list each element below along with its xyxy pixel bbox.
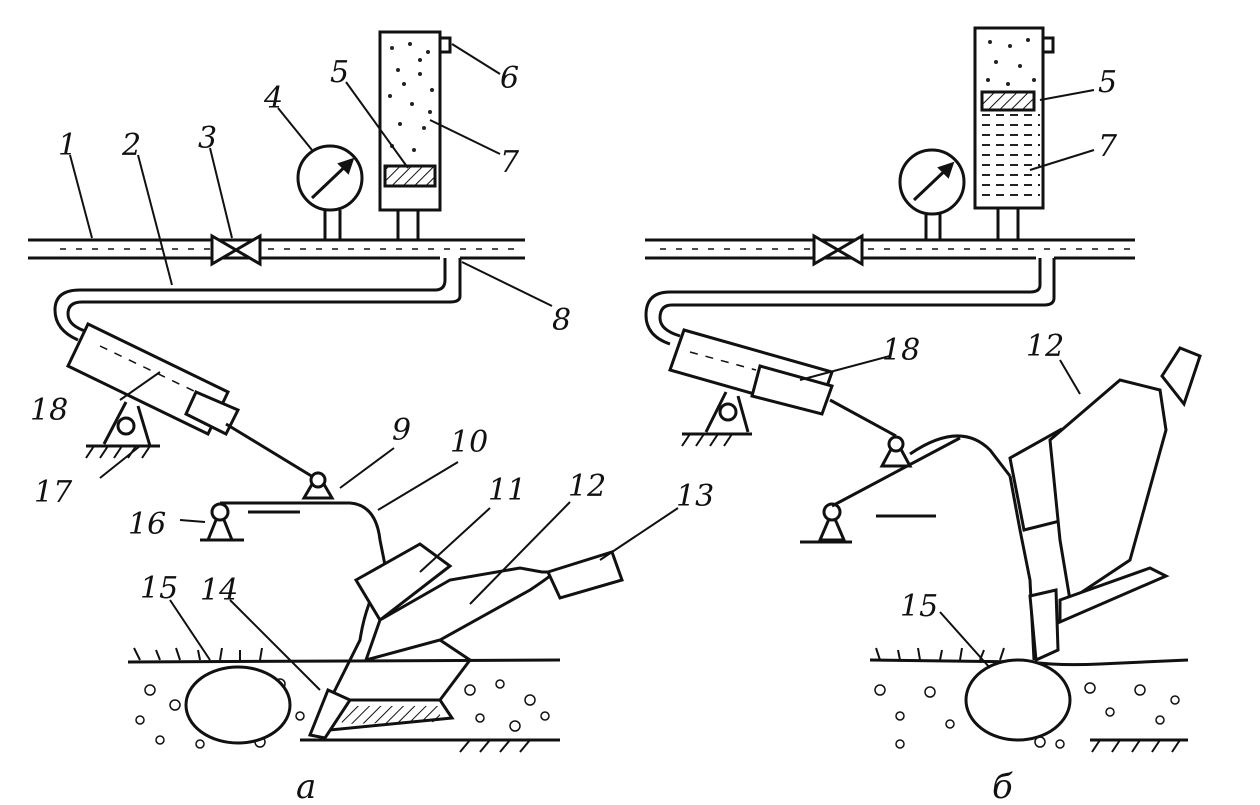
cylinder-support-a (85, 401, 160, 459)
label-4: 4 (263, 81, 283, 116)
caption-b: б (992, 767, 1013, 805)
subfigure-b (644, 26, 1202, 753)
hose-b (644, 258, 1056, 346)
main-pipe-b (645, 238, 1135, 260)
label-18: 18 (882, 333, 920, 368)
plow-body-a (307, 542, 624, 740)
plow-frame-a (200, 471, 388, 571)
accumulator-b (973, 26, 1055, 240)
label-8: 8 (552, 303, 571, 338)
hydraulic-cylinder-b (668, 328, 897, 438)
label-10: 10 (450, 425, 488, 460)
hydraulic-cylinder-a (66, 321, 319, 482)
valve-a (210, 233, 262, 267)
valve-b (812, 233, 864, 267)
label-2: 2 (121, 128, 141, 163)
label-6: 6 (500, 61, 519, 96)
cylinder-support-b (681, 391, 752, 447)
pressure-gauge-a (296, 144, 364, 240)
stone-a (184, 665, 292, 745)
accumulator-a (378, 30, 452, 240)
label-7: 7 (1098, 129, 1118, 164)
label-3: 3 (198, 121, 217, 156)
pressure-gauge-b (898, 148, 966, 240)
leader-lines-a (69, 43, 679, 691)
label-14: 14 (200, 573, 238, 608)
label-15: 15 (140, 571, 178, 606)
labels-a: 1 2 3 4 5 6 7 8 9 10 11 12 13 14 15 16 1… (30, 55, 714, 805)
label-12: 12 (568, 469, 606, 504)
leader-lines-b (799, 89, 1095, 669)
plow-frame-b (800, 434, 1012, 544)
label-1: 1 (58, 128, 77, 163)
label-15: 15 (900, 589, 938, 624)
label-5: 5 (1098, 65, 1117, 100)
main-pipe-a (28, 238, 525, 260)
stone-b (964, 658, 1072, 742)
label-17: 17 (34, 475, 73, 510)
label-13: 13 (676, 479, 714, 514)
label-7: 7 (500, 145, 520, 180)
label-5: 5 (330, 55, 349, 90)
label-18: 18 (30, 393, 68, 428)
label-9: 9 (392, 413, 411, 448)
plow-body-b (1008, 346, 1202, 663)
subfigure-a (28, 30, 679, 753)
label-12: 12 (1026, 329, 1064, 364)
label-11: 11 (488, 473, 526, 508)
caption-a: а (296, 767, 316, 805)
labels-b: 5 7 12 15 18 б (882, 65, 1118, 805)
label-16: 16 (128, 507, 166, 542)
hose-a (53, 258, 462, 342)
